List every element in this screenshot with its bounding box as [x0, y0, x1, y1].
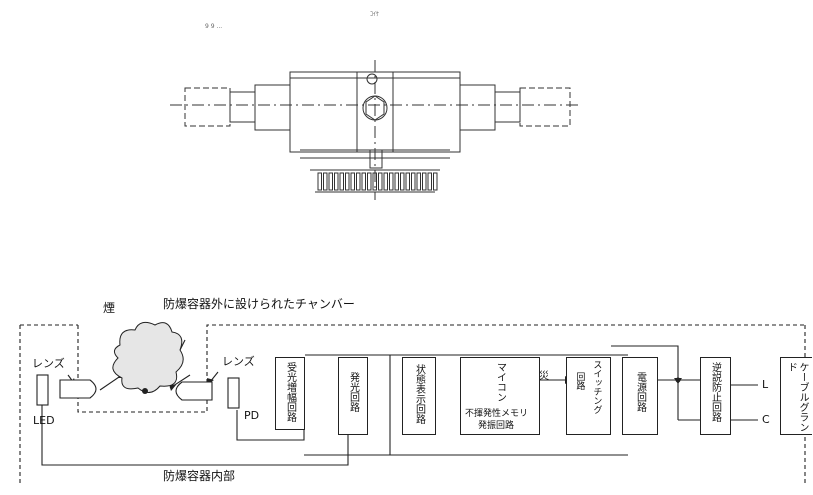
- micon-block: マイコン 不揮発性メモリ 発振回路: [460, 357, 540, 435]
- reverse-block: 逆説防止回路: [700, 357, 731, 435]
- lens-left-icon: [59, 379, 97, 399]
- chamber-label: 防爆容器外に設けられたチャンバー: [163, 297, 355, 311]
- inner-label: 防爆容器内部: [163, 469, 236, 483]
- reverse-label: 逆説防止回路: [709, 362, 721, 422]
- emit-label: 発光回路: [347, 372, 359, 412]
- status-label: 状態表示回路: [413, 364, 425, 424]
- emit-block: 発光回路: [338, 357, 368, 435]
- lens-right-label: レンズ: [222, 355, 255, 368]
- power-block: 電源回路: [622, 357, 658, 435]
- drawing-note-left: 9 9 ...: [205, 23, 223, 30]
- micon-label: マイコン: [494, 362, 506, 402]
- terminal-c-label: C: [762, 413, 770, 426]
- smoke-cloud-icon: [112, 321, 184, 393]
- gland-block: ケーブルグランド: [780, 357, 812, 435]
- gland-label: ケーブルグランド: [785, 362, 809, 432]
- led-label: LED: [33, 414, 55, 427]
- switching-block: スイッチング 回路: [566, 357, 611, 435]
- switching-label-a: スイッチング: [591, 360, 602, 414]
- switching-label-b: 回路: [574, 372, 585, 390]
- led-icon: [36, 374, 49, 406]
- pd-label: PD: [244, 409, 260, 422]
- lens-left-label: レンズ: [32, 357, 65, 370]
- drawing-note-top: ｺｲｹ: [370, 11, 380, 18]
- oscillator-label: 発振回路: [478, 421, 515, 431]
- power-label: 電源回路: [634, 372, 646, 412]
- receive-amp-label: 受光増幅回路: [284, 362, 296, 422]
- status-block: 状態表示回路: [402, 357, 436, 435]
- smoke-label: 煙: [103, 301, 116, 315]
- pd-icon: [227, 377, 240, 409]
- lens-right-icon: [175, 381, 213, 401]
- terminal-l-label: L: [762, 378, 769, 391]
- receive-amp-block: 受光増幅回路: [275, 357, 305, 430]
- memory-label: 不揮発性メモリ: [465, 409, 529, 419]
